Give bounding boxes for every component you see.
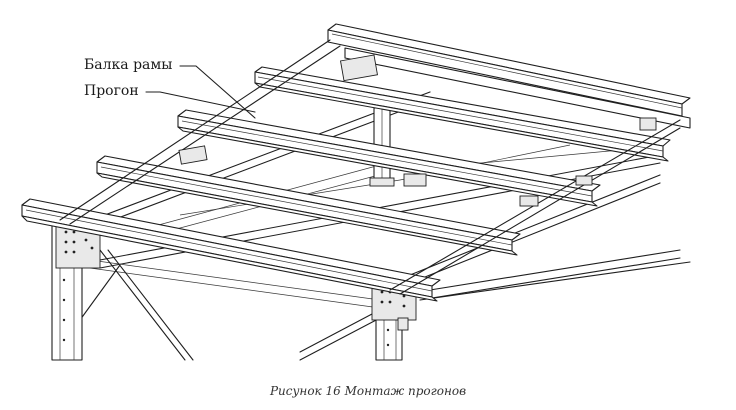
figure-caption: Рисунок 16 Монтаж прогонов — [269, 384, 467, 398]
label-frame-beam: Балка рамы — [84, 57, 173, 73]
purlin-4 — [21, 198, 441, 302]
far-frame-beam — [327, 23, 691, 129]
purlin-3 — [96, 155, 521, 256]
connection-plates — [178, 54, 657, 207]
leader-lines — [145, 65, 256, 119]
purlin-1 — [254, 66, 671, 162]
purlin-2 — [177, 109, 601, 207]
left-column — [51, 217, 101, 361]
frame-beam-left — [59, 39, 681, 295]
label-purlin: Прогон — [84, 83, 139, 99]
